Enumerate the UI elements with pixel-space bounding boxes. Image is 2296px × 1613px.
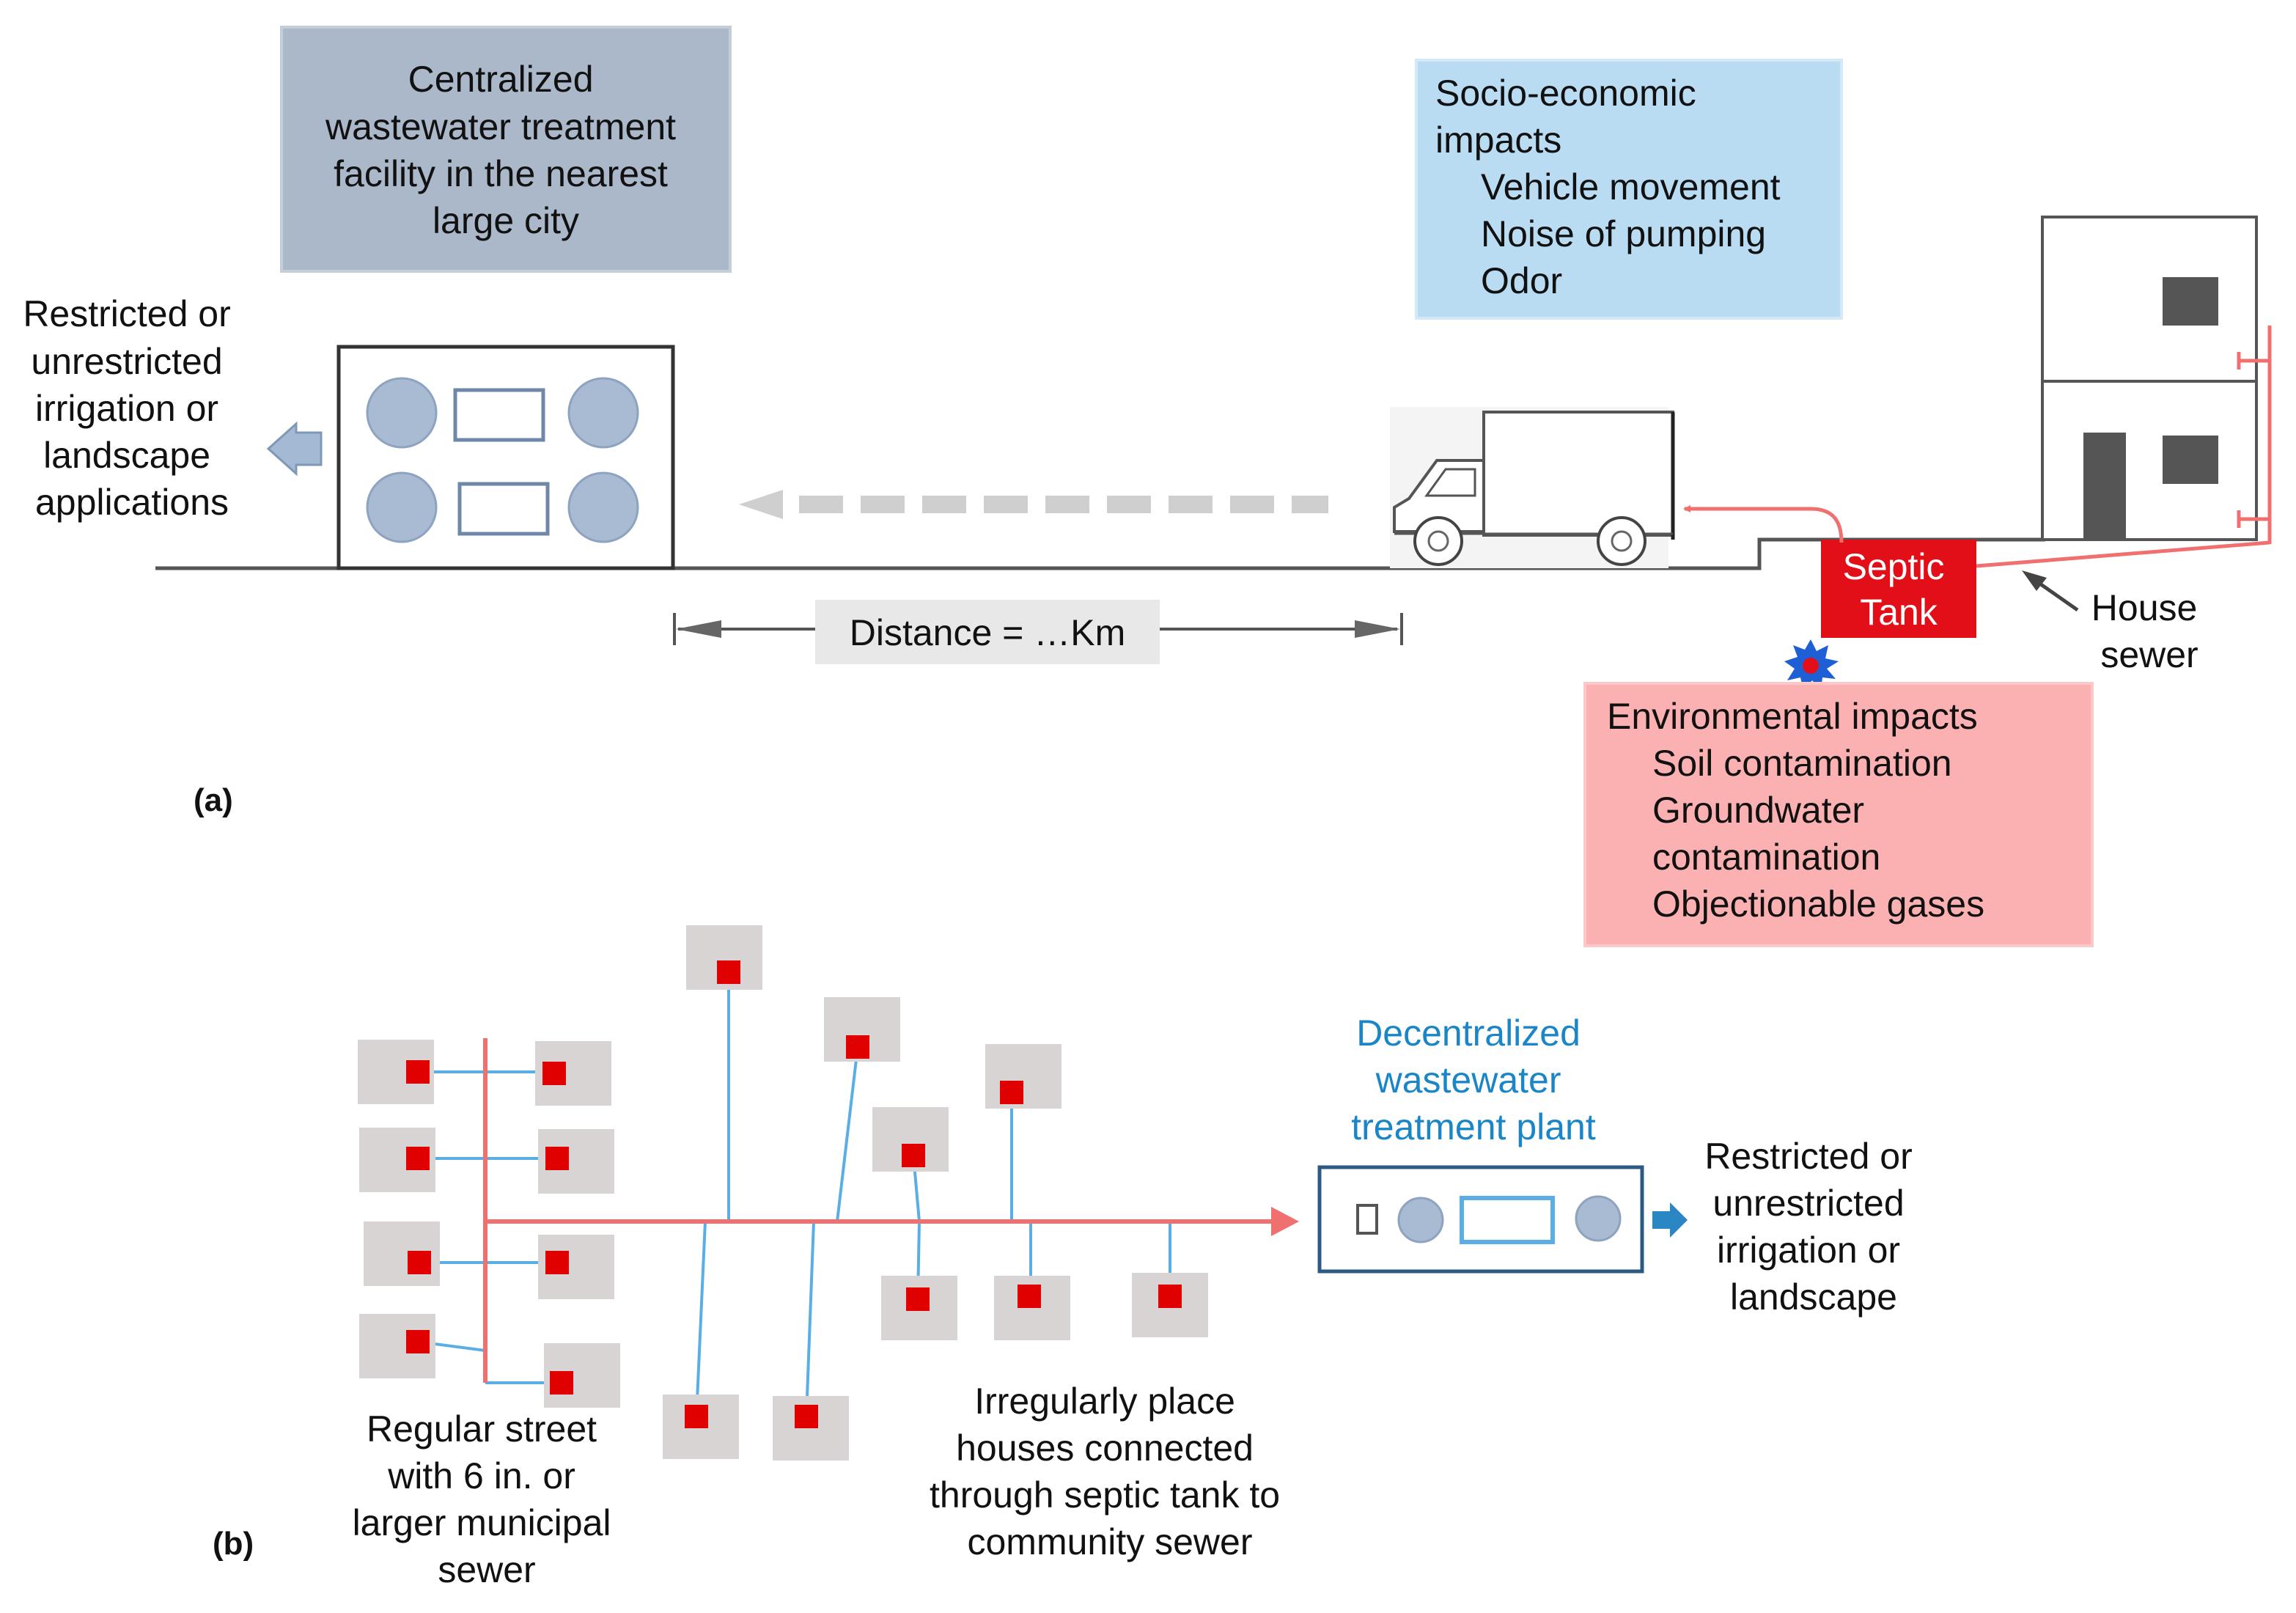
plant-tank [366,377,438,449]
plant-screen [1356,1204,1378,1235]
house [2041,216,2272,544]
environmental-box [1583,682,2094,947]
house-lot [773,1396,849,1460]
house-window [2163,436,2218,484]
truck-hub [1427,530,1449,552]
house-lot [358,1040,434,1104]
reuse-label-a: Restricted or unrestricted irrigation or… [23,293,240,523]
plant-reactor [1460,1196,1555,1244]
reuse-arrow-a [266,421,323,477]
house-sewer-label: House sewer [2091,587,2207,675]
plant-tank [567,377,639,449]
house-lot [872,1107,949,1172]
panel-b: Decentralized wastewater treatment plant… [213,925,1922,1590]
reuse-label-b: Restricted or unrestricted irrigation or… [1704,1136,1922,1318]
lateral-connectors [417,972,1171,1417]
house-lot [544,1343,620,1408]
plant-clarifier [1575,1195,1622,1242]
plant-tank [567,471,639,543]
house-sewer-pointer [2022,570,2079,612]
haul-route-arrow [739,490,1328,519]
house-lot [994,1276,1070,1340]
sewer-arrowhead [1271,1207,1299,1236]
central-facility-box [280,26,732,273]
panel-a-label: (a) [194,782,233,818]
house-lot [881,1276,957,1340]
house-lower-floor [2041,380,2258,541]
pump-out-line [1683,505,1844,543]
environmental-label: Environmental impacts Soil contamination… [1607,696,1988,925]
house-lot [535,1041,611,1106]
panel-a: Centralized wastewater treatment facilit… [23,26,2272,947]
house-door [2083,433,2126,540]
plant-basin [453,388,545,442]
house-lot [686,925,762,990]
truck [1390,407,1675,568]
plant-clarifier [1397,1197,1444,1243]
leak-burst-core [1803,658,1819,674]
panel-b-label: (b) [213,1526,254,1562]
central-treatment-plant [336,345,675,570]
truck-window [1424,468,1476,497]
house-lot [364,1221,440,1286]
distance-label: Distance = …Km [850,612,1126,653]
truck-cargo [1482,411,1674,537]
plant-tank [366,471,438,543]
central-facility-label: Centralized wastewater treatment facilit… [325,59,686,241]
septic-tank [1821,540,1976,638]
house-lot [538,1129,614,1194]
house-upper-floor [2041,216,2258,383]
plant-basin [457,482,550,536]
irregular-caption: Irregularly place houses connected throu… [930,1381,1290,1562]
socio-economic-label: Socio-economic impacts Vehicle movement … [1435,73,1790,301]
truck-hub [1611,530,1633,552]
socio-economic-box [1415,59,1843,320]
house-sewer-pipe [1976,540,2270,568]
houses [358,925,1208,1460]
distance-label-box [815,600,1160,664]
reuse-arrow-b [1652,1202,1688,1238]
distance-dimension: Distance = …Km [673,600,1403,664]
house-lot [1132,1273,1208,1337]
decentralized-treatment-plant [1317,1165,1644,1274]
house-lot [538,1235,614,1299]
house-lot [359,1128,435,1192]
street-caption: Regular street with 6 in. or larger muni… [353,1408,622,1590]
house-lot [824,997,900,1062]
house-lot [985,1044,1061,1109]
septic-tank-label: Septic Tank [1843,546,1955,633]
house-lot [359,1314,435,1378]
house-window [2163,277,2218,326]
decentralized-plant-title: Decentralized wastewater treatment plant [1351,1013,1596,1147]
house-lot [663,1395,739,1459]
